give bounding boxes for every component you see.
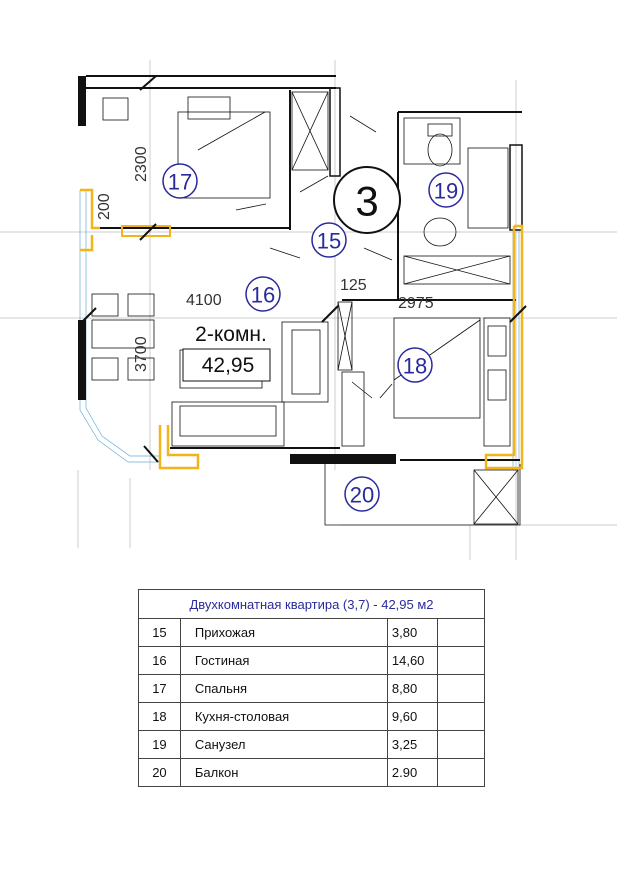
room-number-19: 19 xyxy=(434,179,458,204)
room-number-17: 17 xyxy=(168,170,192,195)
room-area-cell: 9,60 xyxy=(386,702,439,731)
room-number-cell: 17 xyxy=(138,674,181,703)
empty-cell xyxy=(437,618,485,647)
room-name-cell: Балкон xyxy=(179,758,388,787)
table-caption-row: Двухкомнатная квартира (3,7) - 42,95 м2 xyxy=(138,589,485,619)
room-number-cell: 15 xyxy=(138,618,181,647)
room-name-cell: Кухня-столовая xyxy=(179,702,388,731)
table-row: 19 Санузел 3,25 xyxy=(138,730,485,759)
room-number-16: 16 xyxy=(251,283,275,308)
dimension-125: 125 xyxy=(340,277,367,294)
dimension-4100: 4100 xyxy=(186,292,222,309)
room-marker-16: 16 xyxy=(245,276,281,312)
walls xyxy=(78,75,523,526)
room-name-cell: Спальня xyxy=(179,674,388,703)
apartment-type-label: 2-комн. xyxy=(195,323,267,346)
room-number-cell: 16 xyxy=(138,646,181,675)
room-marker-18: 18 xyxy=(397,347,433,383)
floor-plan: 2300 200 4100 3700 125 2975 3 15 16 17 1… xyxy=(0,60,617,560)
room-area-cell: 2.90 xyxy=(386,758,439,787)
room-area-cell: 8,80 xyxy=(386,674,439,703)
room-name-cell: Санузел xyxy=(179,730,388,759)
empty-cell xyxy=(437,646,485,675)
room-area-cell: 3,25 xyxy=(386,730,439,759)
apartment-number: 3 xyxy=(355,178,378,225)
room-marker-15: 15 xyxy=(311,222,347,258)
table-row: 18 Кухня-столовая 9,60 xyxy=(138,702,485,731)
room-number-20: 20 xyxy=(350,483,374,508)
empty-cell xyxy=(437,730,485,759)
room-area-cell: 3,80 xyxy=(386,618,439,647)
room-name-cell: Прихожая xyxy=(179,618,388,647)
table-row: 20 Балкон 2.90 xyxy=(138,758,485,787)
empty-cell xyxy=(437,758,485,787)
room-marker-20: 20 xyxy=(344,476,380,512)
room-number-cell: 19 xyxy=(138,730,181,759)
room-number-cell: 20 xyxy=(138,758,181,787)
room-area-cell: 14,60 xyxy=(386,646,439,675)
empty-cell xyxy=(437,674,485,703)
empty-cell xyxy=(437,702,485,731)
dimension-2975: 2975 xyxy=(398,295,434,312)
tick-marks xyxy=(81,75,527,463)
table-caption: Двухкомнатная квартира (3,7) - 42,95 м2 xyxy=(138,589,485,619)
room-number-18: 18 xyxy=(403,354,427,379)
room-area-table: Двухкомнатная квартира (3,7) - 42,95 м2 … xyxy=(138,589,485,787)
apartment-total-area: 42,95 xyxy=(202,354,255,377)
area-box xyxy=(182,348,271,382)
dimension-200: 200 xyxy=(96,193,113,220)
dimension-2300: 2300 xyxy=(133,146,150,182)
furniture xyxy=(91,91,519,525)
room-number-15: 15 xyxy=(317,229,341,254)
table-row: 17 Спальня 8,80 xyxy=(138,674,485,703)
apartment-badge: 3 xyxy=(333,166,401,234)
room-marker-19: 19 xyxy=(428,172,464,208)
room-marker-17: 17 xyxy=(162,163,198,199)
dimension-3700: 3700 xyxy=(133,336,150,372)
table-row: 15 Прихожая 3,80 xyxy=(138,618,485,647)
table-row: 16 Гостиная 14,60 xyxy=(138,646,485,675)
room-number-cell: 18 xyxy=(138,702,181,731)
highlight-segments xyxy=(80,188,524,470)
room-name-cell: Гостиная xyxy=(179,646,388,675)
